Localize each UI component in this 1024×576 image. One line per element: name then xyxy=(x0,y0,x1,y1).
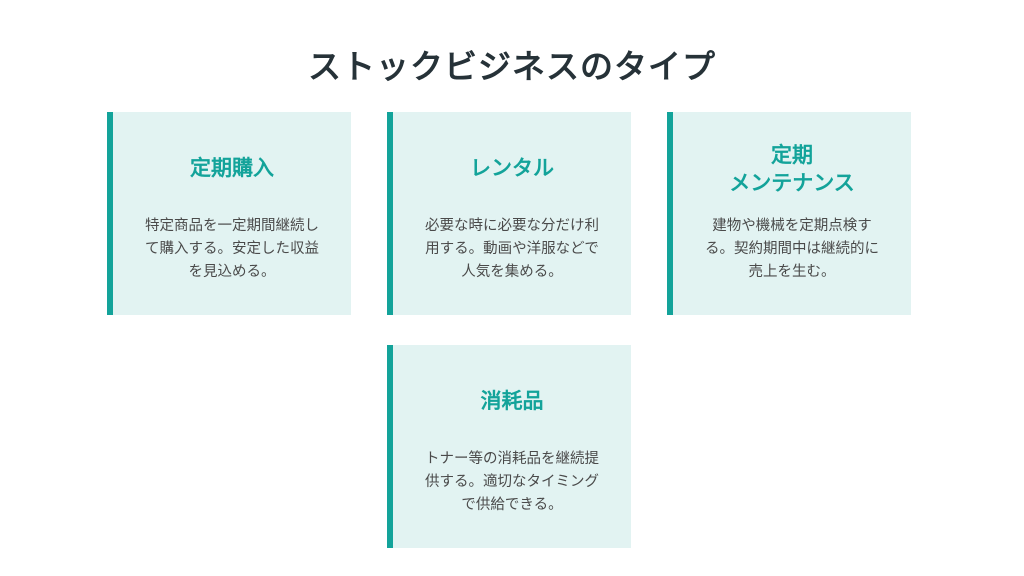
page-title: ストックビジネスのタイプ xyxy=(308,47,716,86)
card-consumables: 消耗品 トナー等の消耗品を継続提供する。適切なタイミングで供給できる。 xyxy=(387,345,631,548)
card-description: 特定商品を一定期間継続して購入する。安定した収益を見込める。 xyxy=(145,218,319,280)
card-rental: レンタル 必要な時に必要な分だけ利用する。動画や洋服などで人気を集める。 xyxy=(387,112,631,315)
card-heading: 定期購入 xyxy=(190,156,274,180)
card-description: 必要な時に必要な分だけ利用する。動画や洋服などで人気を集める。 xyxy=(425,218,599,280)
card-heading: 消耗品 xyxy=(480,389,544,413)
card-heading: レンタル xyxy=(470,156,554,180)
card-heading: 定期 メンテナンス xyxy=(729,143,855,195)
card-description: トナー等の消耗品を継続提供する。適切なタイミングで供給できる。 xyxy=(425,451,599,513)
card-maintenance: 定期 メンテナンス 建物や機械を定期点検する。契約期間中は継続的に売上を生む。 xyxy=(667,112,911,315)
card-description: 建物や機械を定期点検する。契約期間中は継続的に売上を生む。 xyxy=(705,218,879,280)
card-subscription: 定期購入 特定商品を一定期間継続して購入する。安定した収益を見込める。 xyxy=(107,112,351,315)
